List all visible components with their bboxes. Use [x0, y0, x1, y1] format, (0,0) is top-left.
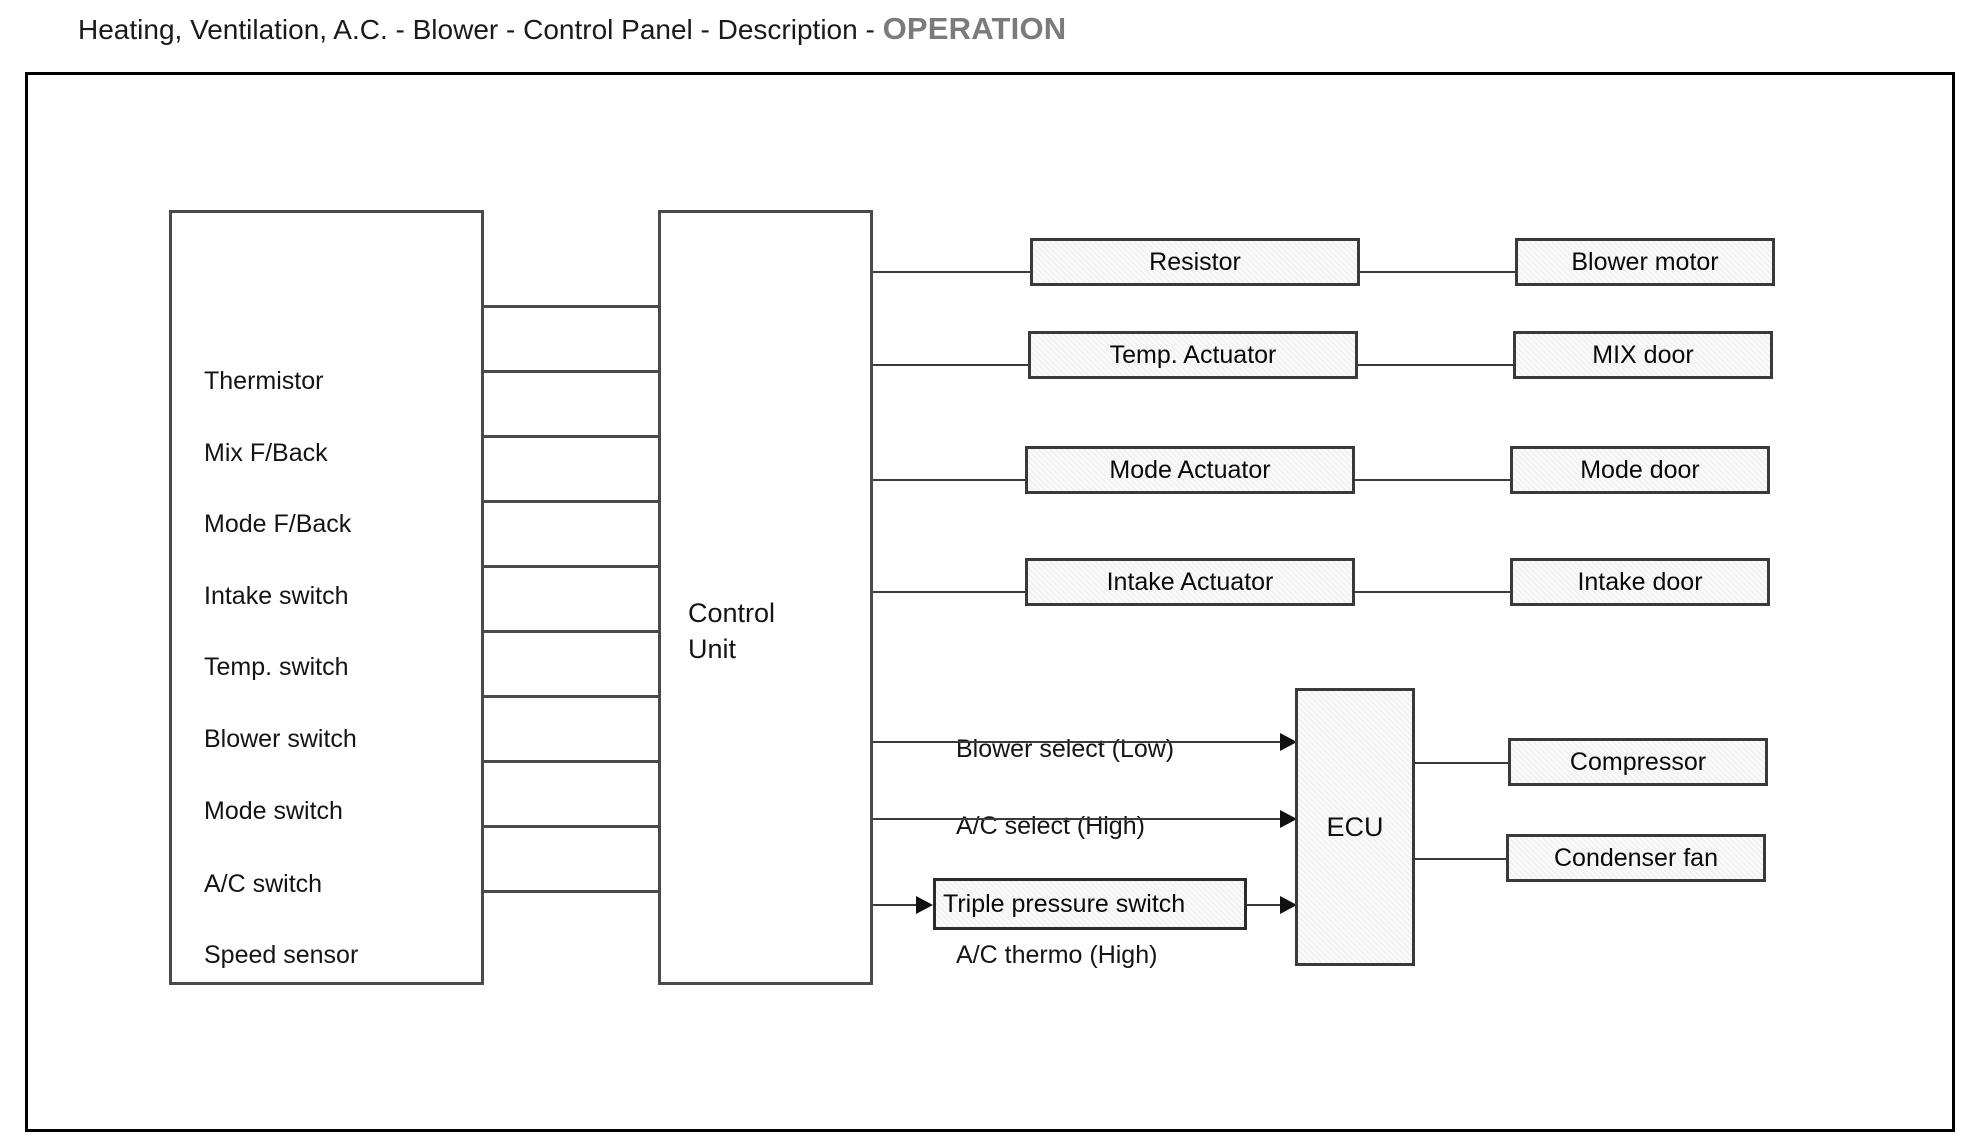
arrow-head-blower-select — [1280, 733, 1297, 751]
sensor-link-rung — [481, 890, 661, 893]
component-condenser-fan: Condenser fan — [1506, 834, 1766, 882]
sensor-link-rung — [481, 695, 661, 698]
sensor-item-mix-fback: Mix F/Back — [204, 439, 328, 467]
component-triple-pressure-switch: Triple pressure switch — [933, 878, 1247, 930]
sensor-link-rung — [481, 630, 661, 633]
diagram-frame: Thermistor Mix F/Back Mode F/Back Intake… — [25, 72, 1955, 1132]
component-mode-actuator: Mode Actuator — [1025, 446, 1355, 494]
component-compressor: Compressor — [1508, 738, 1768, 786]
connector-temp-actuator-to-mix-door — [1358, 364, 1513, 366]
component-mix-door: MIX door — [1513, 331, 1773, 379]
page-title-emphasis: OPERATION — [882, 11, 1067, 46]
control-unit-box — [658, 210, 873, 985]
connector-intake-actuator-to-intake-door — [1355, 591, 1510, 593]
page-title-prefix: Heating, Ventilation, A.C. - Blower - Co… — [78, 14, 883, 45]
sensor-item-speed-sensor: Speed sensor — [204, 941, 359, 969]
sensor-item-ac-switch: A/C switch — [204, 870, 323, 898]
sensor-link-rung — [481, 500, 661, 503]
sensor-link-rung — [481, 435, 661, 438]
sensor-link-rung — [481, 370, 661, 373]
connector-ecu-to-condenser-fan — [1415, 858, 1510, 860]
connector-cu-to-mode-actuator — [873, 479, 1025, 481]
sensor-link-rung — [481, 825, 661, 828]
sensor-link-rung — [481, 565, 661, 568]
sensor-item-mode-fback: Mode F/Back — [204, 510, 352, 538]
component-ecu: ECU — [1295, 688, 1415, 966]
connector-mode-actuator-to-mode-door — [1355, 479, 1510, 481]
sensor-item-mode-switch: Mode switch — [204, 797, 343, 825]
connector-cu-to-resistor — [873, 271, 1030, 273]
component-temp-actuator: Temp. Actuator — [1028, 331, 1358, 379]
connector-triple-pressure-switch-to-ecu — [1247, 904, 1295, 906]
component-resistor: Resistor — [1030, 238, 1360, 286]
connector-resistor-to-blower-motor — [1360, 271, 1515, 273]
arrow-head-triple-pressure-switch-in — [916, 896, 933, 914]
connector-cu-to-temp-actuator — [873, 364, 1028, 366]
sensor-link-rung — [481, 305, 661, 308]
sensor-item-blower-switch: Blower switch — [204, 725, 357, 753]
component-blower-motor: Blower motor — [1515, 238, 1775, 286]
page-title: Heating, Ventilation, A.C. - Blower - Co… — [78, 9, 1066, 50]
signal-label-ac-select: A/C select (High) — [956, 812, 1145, 840]
ecu-label: ECU — [1326, 811, 1384, 842]
arrow-head-triple-pressure-switch-out — [1280, 896, 1297, 914]
connector-cu-to-triple-pressure-switch — [873, 904, 931, 906]
component-intake-door: Intake door — [1510, 558, 1770, 606]
component-mode-door: Mode door — [1510, 446, 1770, 494]
connector-ecu-to-compressor — [1415, 762, 1510, 764]
connector-blower-select — [873, 741, 1293, 743]
signal-label-ac-thermo: A/C thermo (High) — [956, 941, 1158, 969]
sensor-item-thermistor: Thermistor — [204, 367, 324, 395]
connector-ac-select — [873, 818, 1293, 820]
sensor-link-rung — [481, 760, 661, 763]
connector-cu-to-intake-actuator — [873, 591, 1025, 593]
arrow-head-ac-select — [1280, 810, 1297, 828]
sensor-item-intake-switch: Intake switch — [204, 582, 349, 610]
sensor-item-temp-switch: Temp. switch — [204, 653, 349, 681]
sensors-panel — [169, 210, 484, 985]
control-unit-label: Control Unit — [688, 598, 776, 664]
signal-label-blower-select: Blower select (Low) — [956, 735, 1175, 763]
component-intake-actuator: Intake Actuator — [1025, 558, 1355, 606]
